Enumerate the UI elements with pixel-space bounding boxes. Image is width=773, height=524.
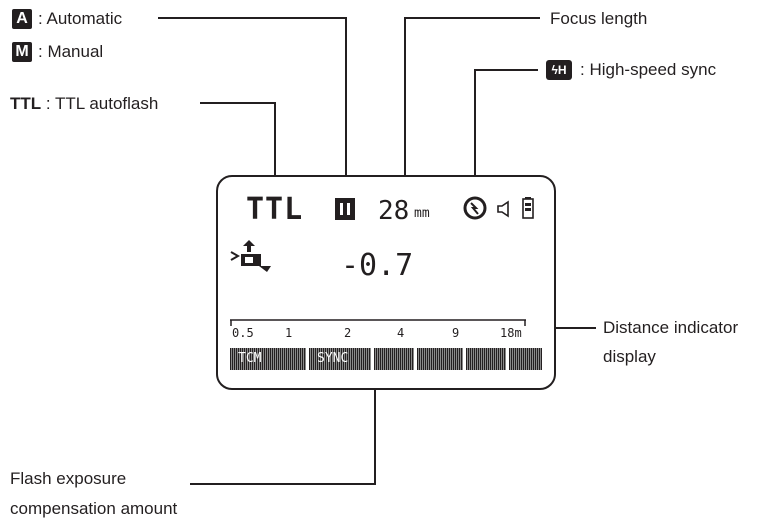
scale-tick-label: 1 (285, 326, 293, 340)
scale-tick-label: 2 (344, 326, 352, 340)
fec-label: Flash exposure compensation amount (10, 469, 178, 518)
blank-segment (466, 348, 506, 370)
blank-segment (417, 348, 463, 370)
tcm-segment: TCM (230, 348, 306, 370)
highspeed-sync-label: ϟH: High-speed sync (546, 60, 716, 80)
scale-tick-label: 4 (397, 326, 405, 340)
lcd-focal-value: 28 (378, 196, 410, 226)
flash-mode-icon (335, 198, 355, 220)
lcd-ttl-mode: TTL (246, 192, 304, 227)
highspeed-sync-icon: ϟH (546, 60, 572, 80)
lcd-compensation-value: -0.7 (341, 248, 414, 283)
blank-segment (374, 348, 414, 370)
scale-tick-label: 0.5 (232, 326, 254, 340)
battery-icon (522, 197, 534, 219)
scale-tick-label: 9 (452, 326, 460, 340)
focus-length-label: Focus length (550, 9, 648, 28)
sound-icon (497, 200, 509, 218)
distance-indicator-label: Distance indicator display (603, 318, 739, 366)
highspeed-sync-lcd-icon (463, 196, 487, 220)
lcd-focal-unit: mm (414, 206, 430, 221)
manual-badge: M (12, 42, 32, 62)
manual-label: M: Manual (12, 42, 103, 62)
scale-tick-label: 18m (500, 326, 522, 340)
blank-segment (509, 348, 542, 370)
automatic-badge: A (12, 9, 32, 29)
sync-segment: SYNC (309, 348, 371, 370)
bounce-flash-icon (230, 240, 271, 272)
automatic-label: A: Automatic (12, 9, 122, 29)
distance-scale-bar (230, 319, 526, 326)
ttl-label: TTL : TTL autoflash (10, 94, 159, 113)
